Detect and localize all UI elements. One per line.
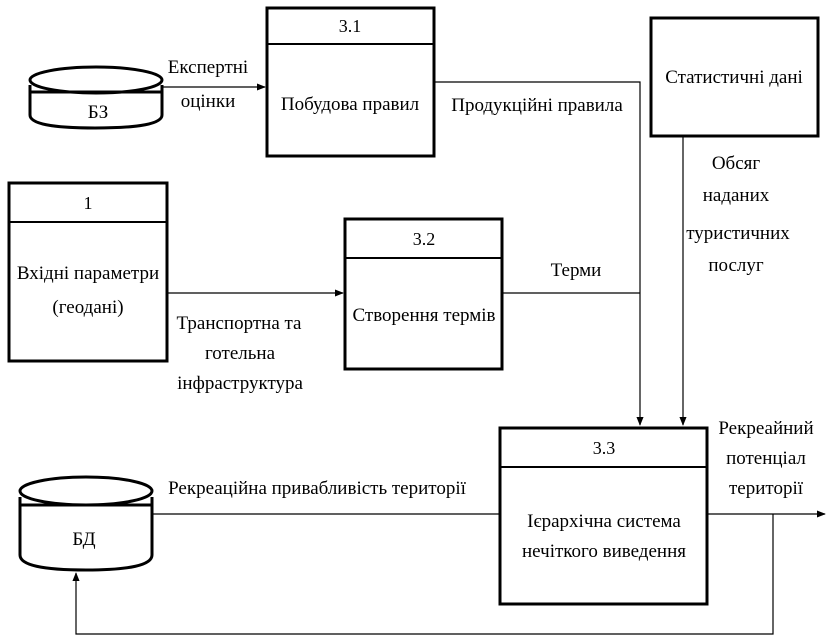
flow-attract-label: Рекреаційна привабливість території [168, 478, 467, 499]
process-3-3: 3.3 Ієрархічна система нечіткого виведен… [498, 426, 709, 606]
flow-infra-label-line1: Транспортна та [177, 313, 303, 334]
flow-potential-label-line3: території [729, 478, 804, 499]
process-3-1-title: Побудова правил [281, 94, 420, 115]
process-3-3-title-line1: Ієрархічна система [527, 511, 681, 532]
process-3-2-number: 3.2 [413, 229, 436, 249]
flow-infra-label-line3: інфраструктура [177, 373, 303, 394]
flow-volume-label-line3: туристичних [686, 223, 790, 244]
flow-potential-label-line1: Рекреайний [718, 418, 813, 439]
entity-statistics: Статистичні дані [649, 16, 820, 138]
flow-volume-label-line4: послуг [708, 255, 764, 276]
process-3-2: 3.2 Створення термів [343, 217, 504, 371]
datastore-bz: БЗ [28, 65, 164, 130]
entity-statistics-title: Статистичні дані [665, 67, 803, 88]
datastore-bz-label: БЗ [88, 102, 108, 123]
flow-infra-label-line2: готельна [205, 343, 276, 364]
process-3-2-title: Створення термів [352, 305, 495, 326]
flow-volume-label-line2: наданих [703, 185, 770, 206]
process-1: 1 Вхідні параметри (геодані) [7, 181, 169, 363]
flow-potential-label-line2: потенціал [726, 448, 806, 469]
flow-rules-label: Продукційні правила [451, 95, 623, 116]
flow-volume-label-line1: Обсяг [712, 153, 761, 174]
process-3-3-number: 3.3 [593, 438, 616, 458]
datastore-bd: БД [18, 475, 154, 572]
process-3-1: 3.1 Побудова правил [265, 6, 436, 158]
process-1-title-line2: (геодані) [52, 297, 123, 318]
process-3-1-number: 3.1 [339, 16, 362, 36]
flow-feedback-arrow [72, 514, 774, 635]
process-3-3-title-line2: нечіткого виведення [522, 541, 686, 562]
process-1-title-line1: Вхідні параметри [17, 263, 159, 284]
flow-expert-label-line1: Експертні [168, 57, 248, 78]
flow-rules-arrow [434, 81, 644, 426]
flow-expert-label-line2: оцінки [181, 91, 236, 112]
flow-terms-label: Терми [551, 260, 602, 281]
process-1-number: 1 [84, 193, 93, 213]
datastore-bd-label: БД [72, 529, 95, 550]
